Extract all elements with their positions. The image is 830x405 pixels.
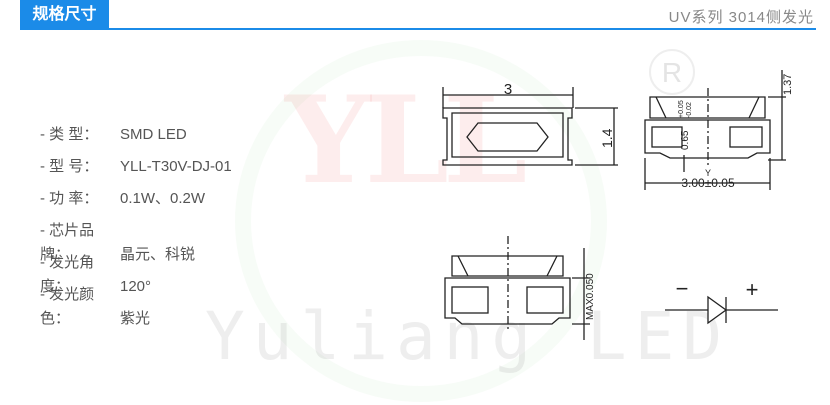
spec-item: - 发光颜色：紫光 (40, 286, 151, 327)
side-view-drawing: 1.37 3.00±0.05 Y 0.65 +0.05 -0.02 (644, 70, 794, 190)
spec-item: - 型 号：YLL-T30V-DJ-01 (40, 158, 232, 175)
product-series: UV系列 3014侧发光 (668, 9, 814, 26)
cathode-minus-label: − (676, 276, 689, 301)
side-height-dimension: 1.37 (782, 74, 794, 95)
spec-item: - 类 型：SMD LED (40, 126, 187, 143)
svg-text:R: R (662, 57, 682, 88)
spec-item: - 功 率：0.1W、0.2W (40, 190, 206, 207)
section-title: 规格尺寸 (20, 0, 109, 29)
height-dimension: 1.4 (599, 128, 615, 148)
axis-label: Y (705, 168, 711, 178)
svg-text:+0.05: +0.05 (678, 100, 685, 118)
lens-dimension: 0.65 (680, 130, 691, 150)
bottom-view-drawing: MAX0.050 (444, 236, 596, 340)
spec-item: - 芯片品牌：晶元、科锐 (40, 222, 196, 263)
side-width-dimension: 3.00±0.05 (681, 176, 735, 190)
svg-text:-0.02: -0.02 (686, 102, 693, 118)
width-dimension: 3 (504, 81, 512, 98)
spec-item: - 发光角度：120° (40, 254, 152, 295)
registered-mark-icon: R (649, 49, 695, 95)
top-view-drawing: 3 1.4 (442, 81, 618, 166)
header-divider (20, 28, 816, 30)
diode-symbol-icon: − + (665, 276, 778, 325)
anode-plus-label: + (746, 277, 759, 302)
max-dimension: MAX0.050 (585, 273, 596, 320)
spec-list: - 类 型：SMD LED - 型 号：YLL-T30V-DJ-01 - 功 率… (40, 123, 232, 327)
